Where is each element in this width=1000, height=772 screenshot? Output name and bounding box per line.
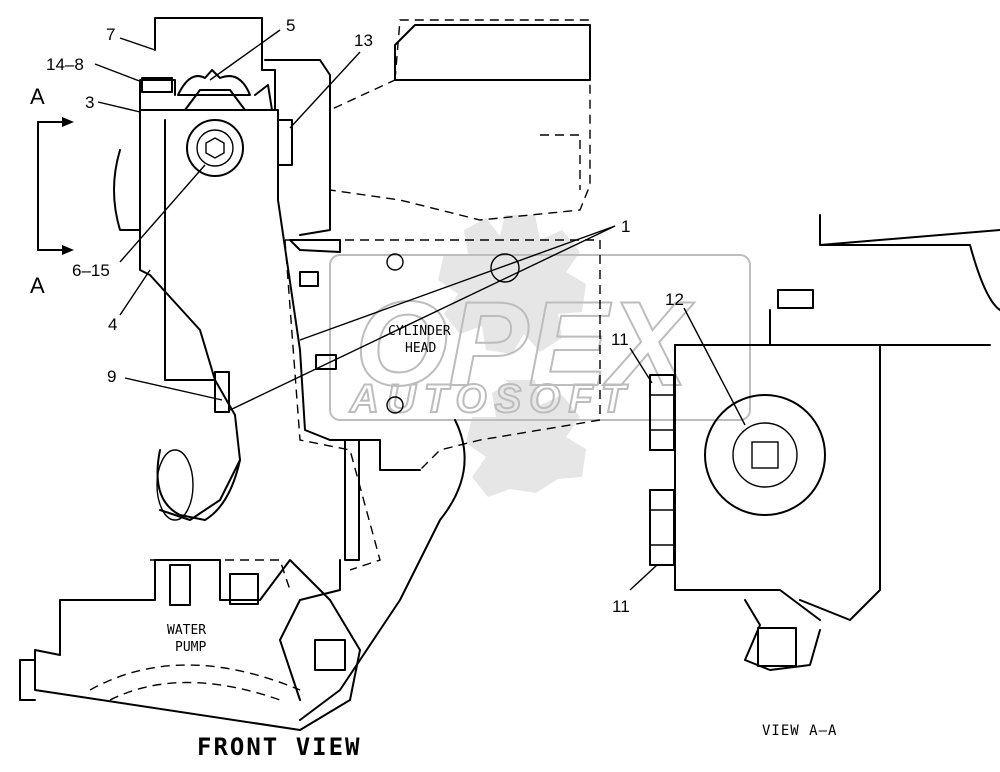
watermark-brand: OPEX [355, 277, 695, 411]
callout-13: 13 [354, 31, 373, 50]
section-label-top: A [30, 84, 45, 109]
view-aa-drawing [649, 214, 1000, 671]
leader-lines [94, 29, 746, 591]
view-aa-housing [819, 214, 1000, 311]
label-pump: PUMP [175, 640, 206, 655]
label-cylinder: CYLINDER [388, 324, 451, 339]
callout-7: 7 [106, 25, 115, 44]
title-view-aa: VIEW A–A [762, 723, 837, 739]
section-label-bottom: A [30, 273, 45, 298]
label-water: WATER [167, 623, 206, 638]
callout-6-15: 6–15 [72, 261, 110, 280]
bolt-11-lower [649, 489, 675, 566]
callout-3: 3 [85, 93, 94, 112]
section-marker: A A [30, 84, 74, 298]
cylinder-head-body [299, 419, 466, 721]
bolt-water-pump [229, 573, 259, 605]
callout-1: 1 [621, 217, 630, 236]
callout-5: 5 [286, 16, 295, 35]
water-pump-housing [34, 559, 361, 731]
clamp-5 [177, 69, 251, 96]
plug-12 [704, 394, 826, 516]
plug-square-drive [751, 441, 779, 469]
bolt-head-14-8 [141, 77, 173, 93]
label-head: HEAD [405, 341, 436, 356]
part-labels: CYLINDER HEAD WATER PUMP [167, 324, 451, 655]
watermark-frame [329, 254, 751, 421]
watermark: OPEX AUTOSOFT [329, 215, 751, 497]
bracket-top-block [154, 17, 276, 111]
callout-11-lower: 11 [612, 597, 630, 616]
callouts: 7 5 13 14–8 3 6–15 4 9 1 12 11 11 [46, 16, 684, 616]
callout-4: 4 [108, 315, 117, 334]
engine-hidden-outline [329, 19, 591, 221]
view-aa-bottom-bolt [757, 627, 797, 667]
bracket-plate [139, 109, 331, 441]
callout-14-8: 14–8 [46, 55, 84, 74]
bolt-9 [214, 371, 230, 413]
callout-12: 12 [665, 290, 684, 309]
bolt-6-15 [186, 119, 244, 177]
bolt-11-upper [649, 374, 675, 451]
callout-9: 9 [107, 367, 116, 386]
callout-11-upper: 11 [611, 330, 629, 349]
title-front-view: FRONT VIEW [197, 733, 362, 761]
front-view-drawing [19, 17, 601, 731]
bolt-13 [277, 119, 293, 166]
view-aa-top-bolt [777, 289, 814, 309]
watermark-sub: AUTOSOFT [349, 377, 633, 421]
